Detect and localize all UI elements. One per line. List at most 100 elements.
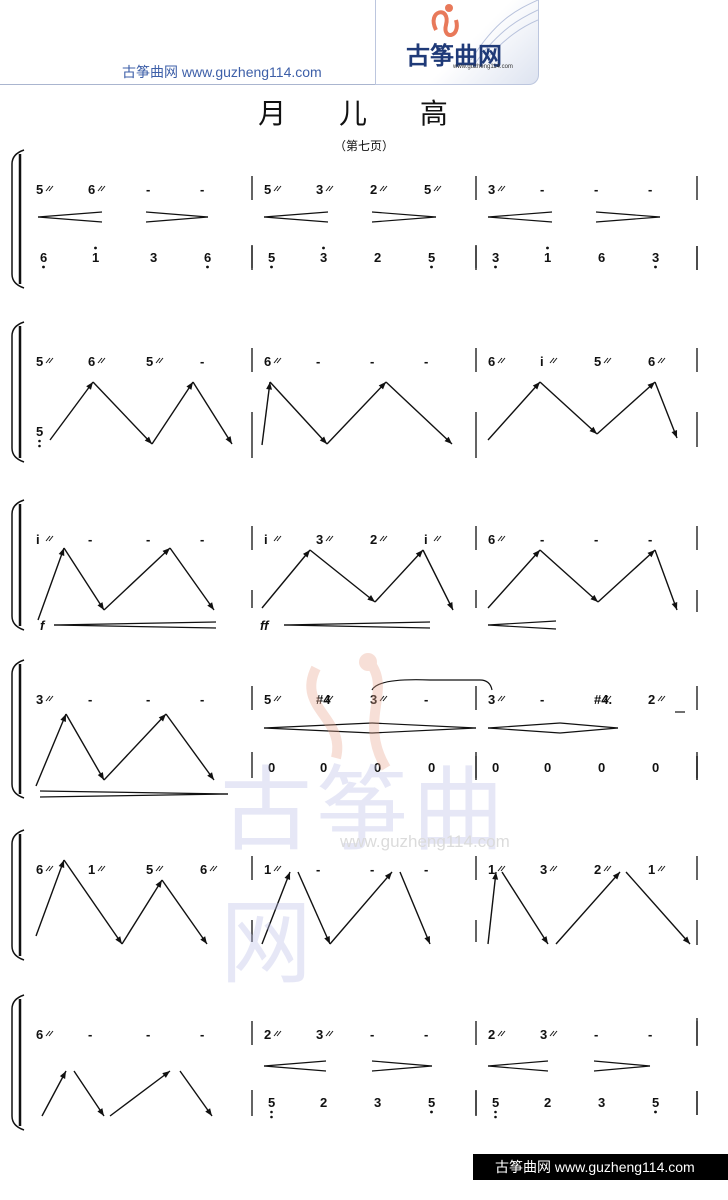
note: - [146, 692, 150, 707]
note: - [424, 692, 428, 707]
tremolo-mark [45, 357, 51, 364]
note: - [540, 692, 544, 707]
note: 3 [316, 532, 323, 547]
note: - [370, 1027, 374, 1042]
decrescendo-hairpin [371, 216, 437, 223]
note: i [36, 532, 40, 547]
glissando-arrowhead [671, 430, 678, 438]
note: 2 [648, 692, 655, 707]
crescendo-hairpin [487, 216, 553, 223]
crescendo-hairpin [53, 624, 217, 629]
note: 2 [594, 862, 601, 877]
glissando-arrow-line [539, 381, 598, 435]
tremolo-mark [276, 185, 282, 192]
note: - [648, 1027, 652, 1042]
glissando-arrow-line [121, 879, 163, 945]
note: 3 [540, 862, 547, 877]
crescendo-hairpin [283, 624, 431, 629]
note: 3 [598, 1095, 605, 1110]
header-site-text: 古筝曲网 www.guzheng114.com [122, 64, 322, 80]
tremolo-mark [325, 535, 331, 542]
octave-dot-below [270, 265, 273, 269]
system-brace [11, 321, 25, 463]
note: 2 [488, 1027, 495, 1042]
crescendo-hairpin [263, 722, 373, 729]
tremolo-mark [276, 865, 282, 872]
glissando-arrow-line [161, 879, 208, 945]
tremolo-mark [273, 865, 279, 872]
glissando-arrowhead [58, 548, 65, 556]
crescendo-hairpin [37, 211, 103, 218]
note: - [424, 354, 428, 369]
crescendo-hairpin [263, 727, 373, 734]
tremolo-mark [497, 1030, 503, 1037]
glissando-arrow-line [501, 871, 549, 945]
tremolo-mark [657, 865, 663, 872]
glissando-arrowhead [200, 936, 207, 944]
tremolo-mark [45, 535, 51, 542]
octave-dot-above [94, 246, 97, 250]
glissando-arrow-line [92, 381, 153, 445]
decrescendo-hairpin [593, 1060, 651, 1067]
tremolo-mark [273, 535, 279, 542]
tremolo-mark [97, 185, 103, 192]
note: - [146, 182, 150, 197]
glissando-arrowhead [207, 772, 214, 780]
tremolo-mark [276, 535, 282, 542]
decrescendo-hairpin [371, 727, 477, 734]
tremolo-mark [325, 1030, 331, 1037]
note: - [88, 692, 92, 707]
tremolo-mark [276, 695, 282, 702]
tremolo-mark [497, 185, 503, 192]
tremolo-mark [100, 185, 106, 192]
logo-title: 古筝曲网 [406, 41, 502, 70]
crescendo-hairpin [487, 1060, 549, 1067]
glissando-arrowhead [144, 436, 152, 444]
note: - [88, 532, 92, 547]
tremolo-mark [158, 865, 164, 872]
glissando-arrow-line [374, 549, 424, 603]
tremolo-mark [606, 865, 612, 872]
tremolo-mark [45, 695, 51, 702]
note: - [316, 862, 320, 877]
glissando-arrow-line [487, 549, 541, 609]
tremolo-mark [500, 535, 506, 542]
glissando-arrowhead [367, 595, 375, 602]
note: 3 [150, 250, 157, 265]
decrescendo-hairpin [145, 216, 209, 223]
glissando-arrowhead [532, 382, 540, 390]
note: 3 [316, 1027, 323, 1042]
tremolo-mark [436, 185, 442, 192]
tremolo-mark [497, 695, 503, 702]
tremolo-mark [657, 357, 663, 364]
glissando-arrowhead [319, 436, 327, 444]
glissando-arrow-line [596, 381, 656, 435]
note: 2 [374, 250, 381, 265]
glissando-arrow-line [165, 713, 215, 781]
tremolo-mark [273, 357, 279, 364]
note: - [316, 354, 320, 369]
glissando-arrowhead [682, 936, 690, 944]
glissando-arrow-line [269, 381, 328, 445]
note: 0 [428, 760, 435, 775]
dynamic-marking: f [40, 618, 46, 633]
glissando-arrowhead [415, 550, 423, 558]
note: 5 [268, 1095, 275, 1110]
glissando-arrowhead [115, 936, 122, 944]
note: 6 [598, 250, 605, 265]
glissando-arrow-line [385, 381, 453, 445]
tremolo-mark [660, 357, 666, 364]
glissando-arrowhead [647, 550, 655, 558]
glissando-arrowhead [378, 382, 386, 390]
note: - [540, 532, 544, 547]
decrescendo-hairpin [145, 211, 209, 218]
octave-dot-below [430, 265, 433, 269]
note: 0 [544, 760, 551, 775]
tremolo-mark [549, 357, 555, 364]
glissando-arrow-line [35, 859, 65, 937]
glissando-arrowhead [97, 1108, 104, 1116]
decrescendo-hairpin [593, 1065, 651, 1072]
octave-dot-below [206, 265, 209, 269]
glissando-arrow-line [487, 871, 497, 945]
crescendo-hairpin [263, 1060, 327, 1067]
